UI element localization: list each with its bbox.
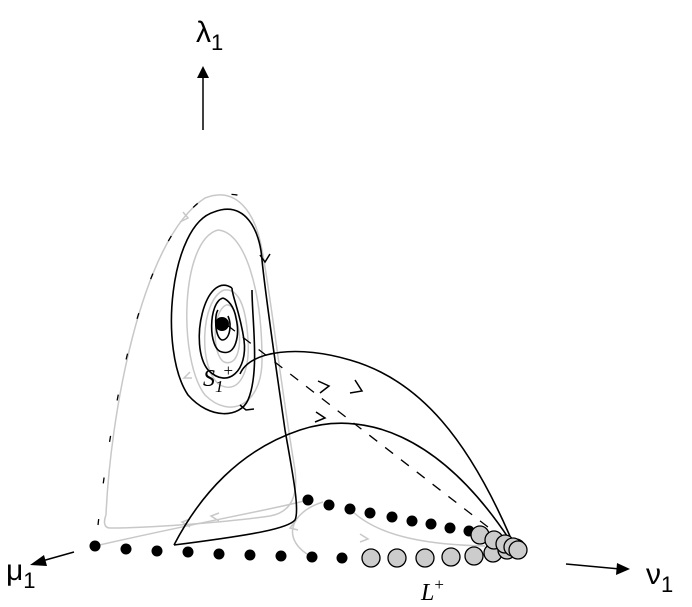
equilibrium-point <box>415 548 435 568</box>
fixed-point-s1-plus <box>215 317 229 331</box>
equilibrium-point <box>306 551 318 563</box>
equilibrium-point <box>336 552 348 564</box>
dashed-boundary <box>97 193 259 526</box>
lambda-axis-arrow <box>197 66 209 130</box>
equilibrium-point <box>444 522 456 534</box>
equilibrium-point <box>406 515 418 527</box>
equilibrium-point <box>425 518 437 530</box>
s1-superscript: + <box>223 361 234 380</box>
mu-subscript: 1 <box>23 568 36 593</box>
lambda-subscript: 1 <box>211 30 224 55</box>
gray-outer-trajectory <box>94 194 486 558</box>
black-spiral-trajectory <box>170 208 516 549</box>
equilibrium-point <box>302 494 314 506</box>
equilibria-black-lower <box>89 540 348 564</box>
equilibrium-point <box>508 540 528 560</box>
equilibrium-point <box>344 503 356 515</box>
nu-axis-arrow <box>565 563 630 575</box>
mu-axis-arrow <box>30 551 75 566</box>
nu-symbol: ν <box>646 558 661 591</box>
lambda-axis-label: λ1 <box>196 18 223 54</box>
s1-plus-label: S1+ <box>203 362 233 395</box>
equilibrium-point <box>386 511 398 523</box>
black-flow-arrows <box>239 253 364 423</box>
mu-axis-label: μ1 <box>6 556 36 592</box>
equilibria-black-upper <box>302 494 475 537</box>
equilibrium-point <box>364 507 376 519</box>
l-plus-label: L+ <box>421 576 444 605</box>
equilibrium-point <box>387 548 407 568</box>
equilibrium-point <box>89 540 101 552</box>
equilibrium-point <box>120 543 132 555</box>
mu-symbol: μ <box>6 554 24 587</box>
s1-name: S <box>203 366 215 392</box>
equilibrium-point <box>464 546 484 566</box>
gray-flow-arrows <box>179 211 370 543</box>
l-name: L <box>421 580 435 606</box>
equilibrium-point <box>244 549 256 561</box>
lambda-symbol: λ <box>196 16 211 49</box>
l-superscript: + <box>434 575 444 594</box>
equilibrium-point <box>275 550 287 562</box>
equilibrium-point <box>441 547 461 567</box>
equilibrium-point <box>213 548 225 560</box>
equilibrium-point <box>361 548 381 568</box>
nu-subscript: 1 <box>661 572 674 597</box>
equilibria-gray-upper <box>470 525 528 560</box>
equilibrium-point <box>182 546 194 558</box>
equilibrium-point <box>151 545 163 557</box>
equilibrium-point <box>323 499 335 511</box>
dashed-separatrix <box>226 324 516 549</box>
nu-axis-label: ν1 <box>646 560 673 596</box>
s1-subscript: 1 <box>215 377 224 396</box>
